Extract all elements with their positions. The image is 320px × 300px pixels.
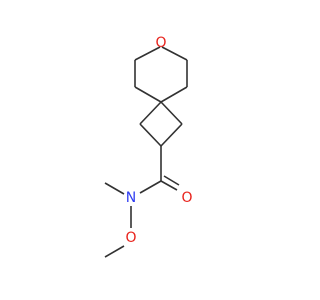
bond-o3-methyl — [104, 245, 125, 258]
molecule-diagram: O O N O — [104, 35, 193, 258]
bond-carbonyl-o2-a — [160, 180, 178, 191]
bond-spiro-c3 — [134, 86, 162, 103]
bond-c2-spiro — [160, 86, 188, 103]
atom-label-layer: O O N O — [125, 35, 192, 246]
atom-label-o-carbonyl: O — [181, 190, 192, 206]
atom-label-n-amide: N — [126, 190, 136, 206]
bond-spiro-c5 — [160, 101, 183, 125]
bond-layer — [104, 46, 188, 258]
bond-carbonyl-o2-b — [163, 175, 180, 186]
bond-o1-c1 — [161, 46, 188, 61]
bond-c4-o1 — [134, 46, 161, 61]
atom-label-o-methoxy: O — [125, 230, 136, 246]
bond-carbonyl-n1 — [139, 180, 162, 194]
bond-c7-spiro — [139, 101, 162, 125]
atom-label-o-ring: O — [155, 35, 166, 51]
bond-n1-methyl — [104, 182, 125, 195]
bond-c5-c6 — [160, 123, 183, 147]
bond-c6-c7 — [139, 123, 162, 147]
